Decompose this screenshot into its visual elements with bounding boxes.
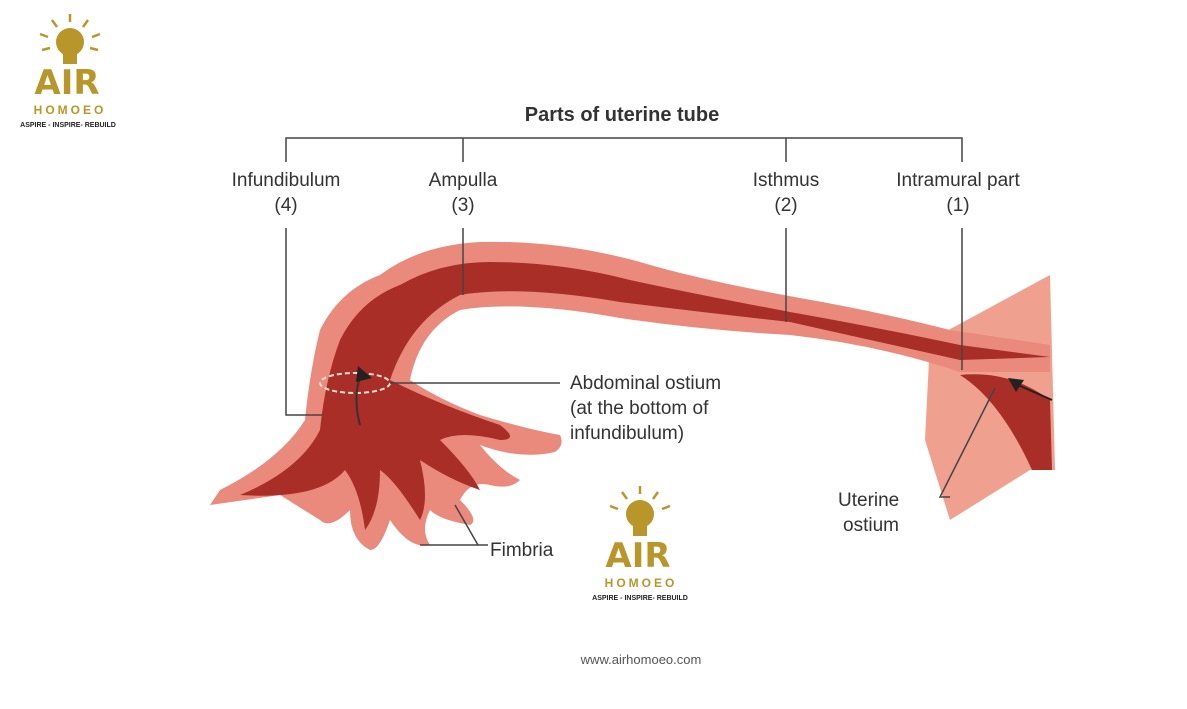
logo-text: AIR	[34, 63, 99, 103]
label-number: (2)	[774, 195, 797, 216]
watermark-logo: AIR HOMOEO ASPIRE - INSPIRE- REBUILD	[592, 486, 688, 602]
logo-tagline: ASPIRE - INSPIRE- REBUILD	[20, 122, 116, 129]
label-abdominal-ostium-note: infundibulum)	[570, 423, 684, 444]
part-labels: Infundibulum (4) Ampulla (3) Isthmus (2)…	[232, 170, 1021, 216]
leader-lines	[285, 228, 996, 546]
arrow-head	[1008, 378, 1024, 392]
watermark-text: AIR	[605, 536, 670, 576]
watermark-subtitle: HOMOEO	[605, 576, 678, 590]
label-intramural-part: Intramural part	[896, 170, 1020, 191]
diagram-title: Parts of uterine tube	[525, 104, 719, 126]
website-url: www.airhomoeo.com	[580, 652, 702, 667]
label-isthmus: Isthmus	[753, 170, 820, 191]
label-abdominal-ostium: Abdominal ostium	[570, 373, 721, 394]
logo-subtitle: HOMOEO	[34, 103, 107, 117]
label-number: (1)	[946, 195, 969, 216]
label-uterine-ostium: ostium	[843, 515, 899, 536]
label-uterine-ostium: Uterine	[838, 490, 899, 511]
label-infundibulum: Infundibulum	[232, 170, 341, 191]
label-number: (4)	[274, 195, 297, 216]
label-ampulla: Ampulla	[429, 170, 498, 191]
bracket-lines	[285, 137, 963, 162]
air-homoeo-logo: AIR HOMOEO ASPIRE - INSPIRE- REBUILD	[20, 14, 116, 129]
label-abdominal-ostium-note: (at the bottom of	[570, 398, 709, 419]
label-fimbria: Fimbria	[490, 540, 554, 561]
watermark-tagline: ASPIRE - INSPIRE- REBUILD	[592, 595, 688, 602]
uterine-cavity	[960, 374, 1052, 470]
arrow-head	[356, 366, 372, 382]
label-number: (3)	[451, 195, 474, 216]
uterine-arrow	[1017, 384, 1053, 401]
uterine-tube-lumen	[240, 262, 1050, 530]
